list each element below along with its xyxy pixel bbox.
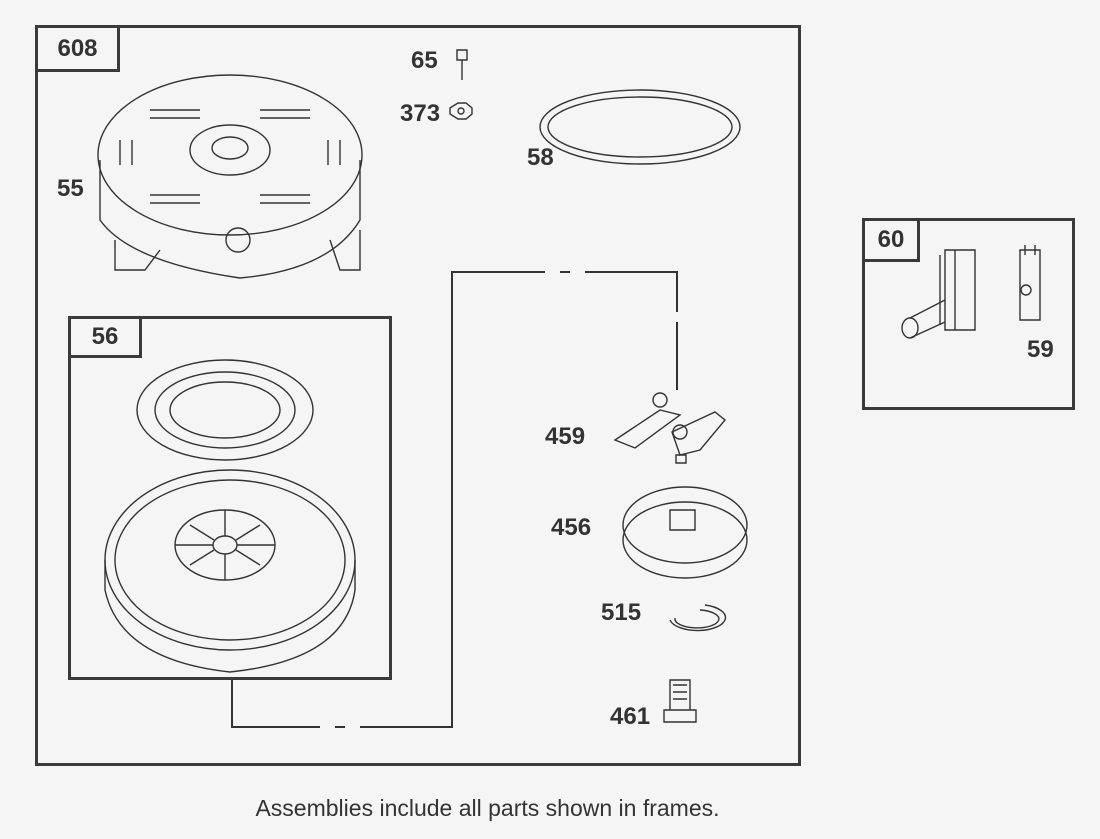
part-label-65: 65 [411, 47, 438, 74]
insert-drawing [1019, 245, 1041, 321]
pulley-drawing [104, 469, 356, 673]
retainer-drawing [622, 486, 748, 579]
part-label-58: 58 [527, 144, 554, 171]
ring-drawing [669, 604, 727, 632]
frame-label-608: 608 [35, 25, 120, 72]
handle-drawing [901, 249, 976, 339]
spring-drawing [136, 359, 314, 461]
housing-drawing [97, 74, 363, 279]
frame-label-56: 56 [68, 316, 142, 358]
pawl-drawing [613, 392, 726, 464]
part-label-461: 461 [610, 703, 651, 730]
part-label-373: 373 [400, 100, 441, 127]
bolt-drawing [663, 679, 697, 723]
assembly-frame-608: 608 [35, 25, 801, 766]
assembly-frame-60: 60 [862, 218, 1075, 410]
assembly-frame-56: 56 [68, 316, 392, 680]
part-label-456: 456 [551, 514, 592, 541]
part-label-59: 59 [1027, 336, 1054, 363]
screw-drawing [456, 49, 468, 80]
connector-line [231, 271, 678, 728]
rope-drawing [539, 89, 741, 165]
part-label-55: 55 [57, 175, 84, 202]
part-label-459: 459 [545, 423, 586, 450]
part-label-515: 515 [601, 599, 642, 626]
frame-label-60: 60 [862, 218, 920, 262]
nut-drawing [449, 102, 473, 120]
caption: Assemblies include all parts shown in fr… [255, 795, 720, 821]
